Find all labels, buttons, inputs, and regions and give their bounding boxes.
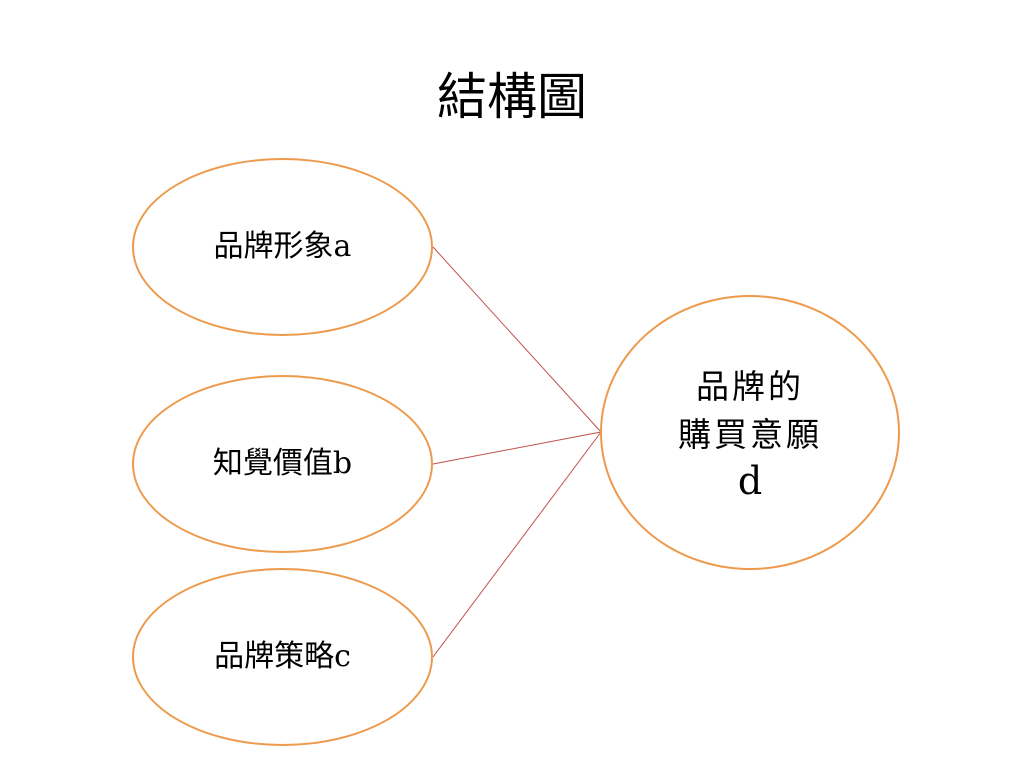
- node-brand-image: 品牌形象a: [132, 158, 433, 336]
- node-purchase-intention-letter: d: [737, 458, 763, 503]
- connector-c-to-d: [432, 431, 602, 658]
- node-brand-image-label: 品牌形象a: [213, 229, 352, 264]
- node-brand-strategy-label: 品牌策略c: [214, 639, 351, 674]
- connector-a-to-d: [432, 246, 602, 433]
- node-purchase-intention-line2: 購買意願: [678, 414, 822, 454]
- node-purchase-intention: 品牌的 購買意願 d: [600, 295, 900, 570]
- node-purchase-intention-text: 品牌的 購買意願 d: [678, 363, 822, 503]
- connector-b-to-d: [432, 431, 602, 465]
- diagram-title: 結構圖: [437, 68, 587, 126]
- node-perceived-value: 知覺價值b: [132, 375, 433, 553]
- node-brand-strategy: 品牌策略c: [132, 568, 433, 746]
- node-purchase-intention-line1: 品牌的: [696, 366, 804, 406]
- node-perceived-value-label: 知覺價值b: [212, 446, 353, 481]
